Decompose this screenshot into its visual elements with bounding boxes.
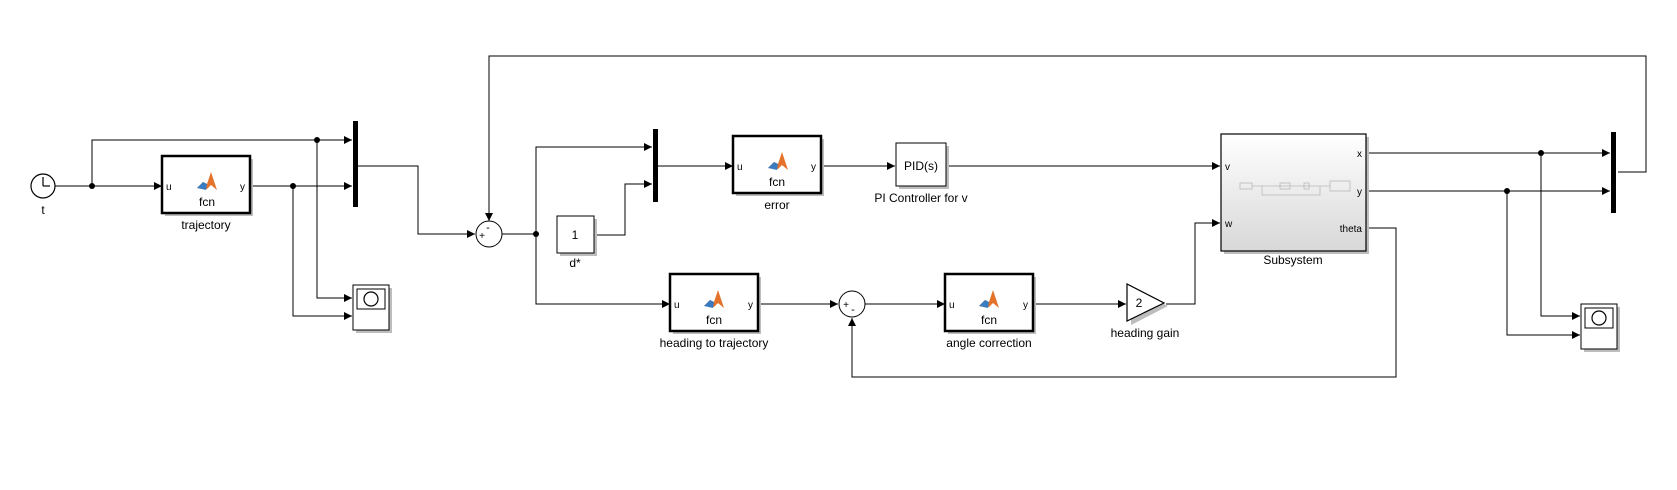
heading-gain-block[interactable]: 2 heading gain bbox=[1111, 283, 1180, 340]
constant-block[interactable]: 1 d* bbox=[556, 215, 597, 270]
port-y: y bbox=[748, 300, 753, 311]
subsystem-port-w: w bbox=[1224, 219, 1233, 230]
trajectory-function-block[interactable]: u y fcn trajectory bbox=[160, 154, 253, 232]
gain-value: 2 bbox=[1136, 296, 1143, 310]
signal-lines[interactable] bbox=[55, 55, 1647, 378]
matlab-logo-icon bbox=[197, 172, 217, 190]
port-y: y bbox=[811, 162, 816, 173]
error-function-block[interactable]: u y fcn error bbox=[731, 134, 824, 212]
sum2-minus: - bbox=[851, 304, 855, 316]
fcn-text: fcn bbox=[981, 313, 997, 327]
port-u: u bbox=[737, 162, 743, 173]
sum1-minus: - bbox=[486, 222, 490, 234]
matlab-logo-icon bbox=[768, 152, 788, 170]
mux-1[interactable] bbox=[353, 121, 358, 207]
angle-correction-function-block[interactable]: u y fcn angle correction bbox=[943, 272, 1036, 350]
pid-label: PI Controller for v bbox=[874, 191, 967, 205]
mux-3[interactable] bbox=[1611, 132, 1616, 213]
constant-value: 1 bbox=[572, 228, 579, 242]
port-y: y bbox=[240, 182, 245, 193]
subsystem-label: Subsystem bbox=[1263, 253, 1322, 267]
heading-label: heading to trajectory bbox=[660, 336, 769, 350]
sum1-plus: + bbox=[479, 231, 485, 242]
pid-controller-block[interactable]: PID(s) PI Controller for v bbox=[874, 142, 968, 205]
clock-label: t bbox=[41, 203, 45, 217]
clock-block[interactable]: t bbox=[30, 173, 56, 217]
heading-function-block[interactable]: u y fcn heading to trajectory bbox=[660, 272, 769, 350]
pid-text: PID(s) bbox=[904, 159, 938, 173]
sum-2[interactable]: + - bbox=[838, 290, 866, 318]
angle-label: angle correction bbox=[946, 336, 1031, 350]
subsystem-block[interactable]: v w x y theta Subsystem bbox=[1220, 133, 1369, 267]
trajectory-label: trajectory bbox=[181, 218, 230, 232]
port-u: u bbox=[674, 300, 680, 311]
port-u: u bbox=[166, 182, 172, 193]
subsystem-port-x: x bbox=[1357, 149, 1362, 160]
fcn-text: fcn bbox=[769, 175, 785, 189]
sum-1[interactable]: - + bbox=[475, 220, 503, 248]
scope-1[interactable] bbox=[352, 284, 392, 333]
constant-label: d* bbox=[569, 256, 581, 270]
subsystem-port-y: y bbox=[1357, 187, 1362, 198]
subsystem-port-v: v bbox=[1225, 162, 1230, 173]
matlab-logo-icon bbox=[704, 290, 724, 308]
sum2-plus: + bbox=[843, 300, 849, 311]
fcn-text: fcn bbox=[199, 195, 215, 209]
scope-2[interactable] bbox=[1580, 303, 1620, 352]
port-y: y bbox=[1023, 300, 1028, 311]
subsystem-preview-icon bbox=[1239, 180, 1351, 196]
scope-icon bbox=[1591, 310, 1607, 326]
scope-icon bbox=[363, 291, 379, 307]
matlab-logo-icon bbox=[979, 290, 999, 308]
mux-2[interactable] bbox=[653, 129, 658, 202]
port-u: u bbox=[949, 300, 955, 311]
junction-points bbox=[89, 137, 1544, 237]
error-label: error bbox=[764, 198, 789, 212]
gain-label: heading gain bbox=[1111, 326, 1180, 340]
subsystem-port-theta: theta bbox=[1340, 224, 1363, 235]
fcn-text: fcn bbox=[706, 313, 722, 327]
